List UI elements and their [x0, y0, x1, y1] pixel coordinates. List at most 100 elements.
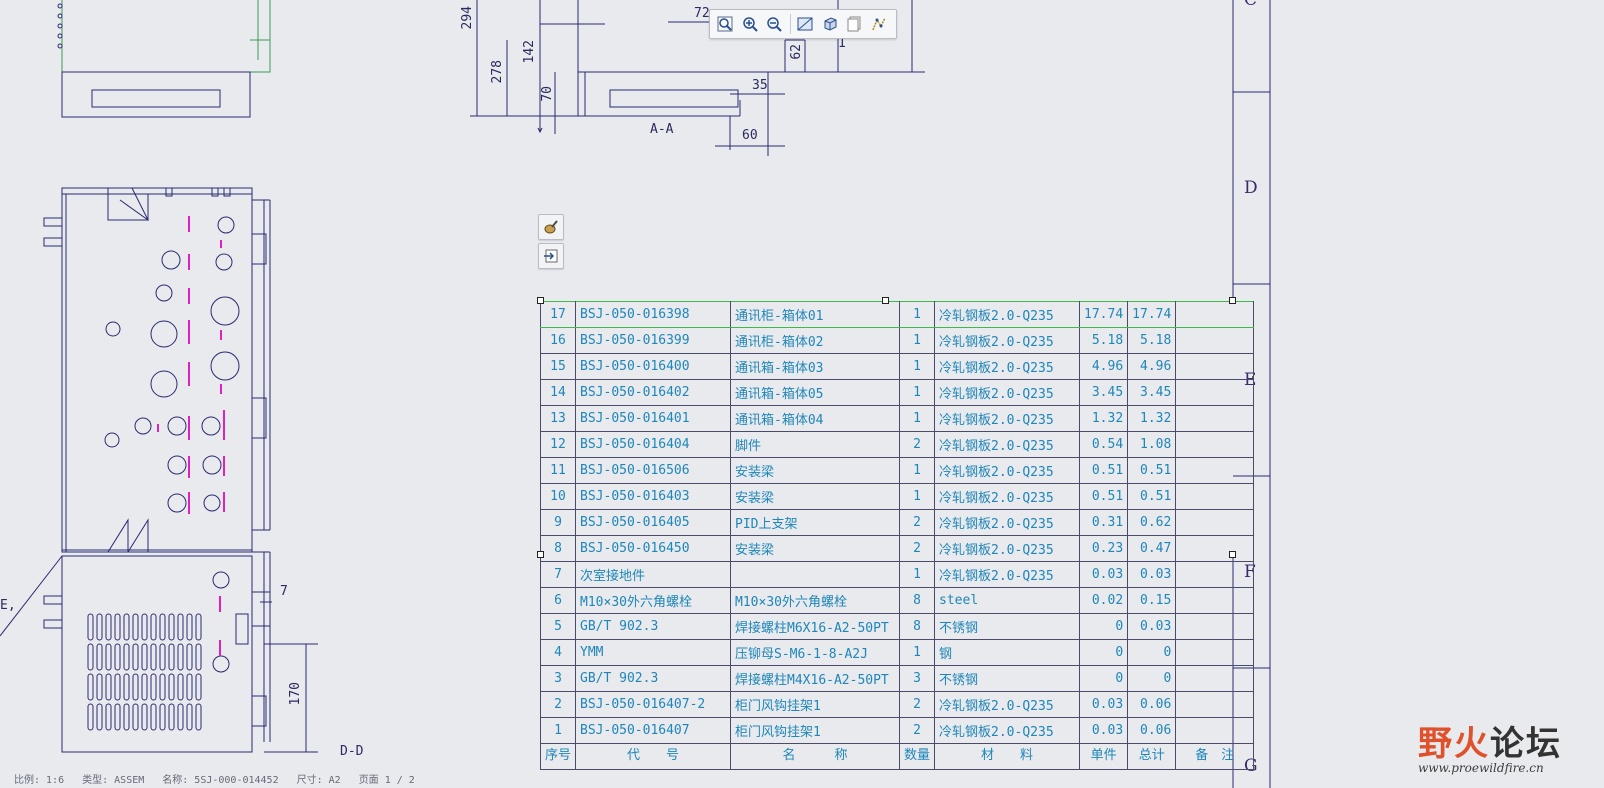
bom-cell[interactable] — [730, 561, 901, 588]
bom-cell[interactable]: 1 — [899, 405, 936, 432]
zoom-fit-button[interactable] — [714, 12, 736, 36]
bom-cell[interactable]: 冷轧钢板2.0-Q235 — [934, 717, 1081, 744]
bom-cell[interactable] — [1175, 717, 1255, 744]
bom-cell[interactable]: 17.74 — [1127, 301, 1177, 328]
pages-button[interactable] — [843, 12, 865, 36]
bom-cell[interactable] — [1175, 691, 1255, 718]
bom-cell[interactable]: 0 — [1127, 639, 1177, 666]
bom-cell[interactable]: 16 — [539, 327, 577, 354]
fit-sheet-button[interactable] — [794, 12, 816, 36]
bom-cell[interactable] — [1175, 457, 1255, 484]
bom-cell[interactable]: 9 — [539, 509, 577, 536]
selection-handle-tl[interactable] — [537, 297, 544, 304]
bom-cell[interactable]: 0.06 — [1127, 717, 1177, 744]
bom-cell[interactable]: 0.03 — [1127, 613, 1177, 640]
bom-cell[interactable]: 通讯柜-箱体02 — [730, 327, 901, 354]
bom-cell[interactable]: 13 — [539, 405, 577, 432]
selection-handle-mr[interactable] — [1229, 551, 1236, 558]
bom-cell[interactable]: BSJ-050-016403 — [575, 483, 732, 510]
bom-cell[interactable]: 冷轧钢板2.0-Q235 — [934, 405, 1081, 432]
bom-cell[interactable]: 8 — [899, 613, 936, 640]
bom-cell[interactable]: 钢 — [934, 639, 1081, 666]
bom-cell[interactable] — [1175, 561, 1255, 588]
bom-cell[interactable]: BSJ-050-016506 — [575, 457, 732, 484]
bom-cell[interactable]: BSJ-050-016400 — [575, 353, 732, 380]
format-painter-button[interactable] — [538, 214, 564, 240]
bom-cell[interactable]: BSJ-050-016404 — [575, 431, 732, 458]
bom-cell[interactable]: 0.03 — [1079, 691, 1129, 718]
bom-cell[interactable]: 通讯柜-箱体01 — [730, 301, 901, 328]
view-3d-button[interactable] — [819, 12, 841, 36]
zoom-in-button[interactable] — [738, 12, 760, 36]
bom-cell[interactable]: 17 — [539, 301, 577, 328]
bom-cell[interactable]: 0.51 — [1127, 457, 1177, 484]
bom-cell[interactable]: 0.03 — [1079, 717, 1129, 744]
bom-cell[interactable]: 0.51 — [1079, 483, 1129, 510]
bom-cell[interactable]: YMM — [575, 639, 732, 666]
bom-cell[interactable] — [1175, 639, 1255, 666]
bom-cell[interactable] — [1175, 509, 1255, 536]
bom-cell[interactable]: 6 — [539, 587, 577, 614]
bom-cell[interactable]: 1 — [899, 379, 936, 406]
bom-cell[interactable]: 安装梁 — [730, 483, 901, 510]
bom-cell[interactable]: 压铆母S-M6-1-8-A2J — [730, 639, 901, 666]
bom-cell[interactable]: BSJ-050-016402 — [575, 379, 732, 406]
bom-cell[interactable]: 通讯箱-箱体03 — [730, 353, 901, 380]
bom-cell[interactable]: 8 — [539, 535, 577, 562]
bom-cell[interactable]: 冷轧钢板2.0-Q235 — [934, 561, 1081, 588]
selection-handle-ml[interactable] — [537, 551, 544, 558]
bom-cell[interactable]: 1 — [899, 327, 936, 354]
bom-cell[interactable]: steel — [934, 587, 1081, 614]
bom-cell[interactable]: 0.23 — [1079, 535, 1129, 562]
bom-cell[interactable]: 柜门风钩挂架1 — [730, 717, 901, 744]
bom-cell[interactable]: 0.06 — [1127, 691, 1177, 718]
bom-cell[interactable]: GB/T 902.3 — [575, 613, 732, 640]
bom-cell[interactable] — [1175, 535, 1255, 562]
bom-cell[interactable]: 0.02 — [1079, 587, 1129, 614]
bom-cell[interactable]: 冷轧钢板2.0-Q235 — [934, 483, 1081, 510]
bom-cell[interactable]: 2 — [899, 535, 936, 562]
bom-cell[interactable]: 0 — [1127, 665, 1177, 692]
bom-cell[interactable] — [1175, 379, 1255, 406]
bom-cell[interactable]: 焊接螺柱M4X16-A2-50PT — [730, 665, 901, 692]
bom-cell[interactable]: BSJ-050-016405 — [575, 509, 732, 536]
bom-cell[interactable]: 脚件 — [730, 431, 901, 458]
bom-cell[interactable]: 15 — [539, 353, 577, 380]
bom-cell[interactable]: 0.54 — [1079, 431, 1129, 458]
bom-cell[interactable]: 冷轧钢板2.0-Q235 — [934, 431, 1081, 458]
bom-cell[interactable]: 冷轧钢板2.0-Q235 — [934, 379, 1081, 406]
bom-cell[interactable]: 12 — [539, 431, 577, 458]
bom-cell[interactable]: 冷轧钢板2.0-Q235 — [934, 327, 1081, 354]
bom-cell[interactable]: 1 — [899, 639, 936, 666]
bom-cell[interactable]: 安装梁 — [730, 535, 901, 562]
bom-cell[interactable] — [1175, 327, 1255, 354]
bom-cell[interactable]: PID上支架 — [730, 509, 901, 536]
bom-cell[interactable]: BSJ-050-016401 — [575, 405, 732, 432]
bom-cell[interactable]: 1.08 — [1127, 431, 1177, 458]
bom-cell[interactable]: M10×30外六角螺栓 — [575, 587, 732, 614]
bom-cell[interactable]: 2 — [899, 431, 936, 458]
bom-cell[interactable]: 0.51 — [1127, 483, 1177, 510]
bom-cell[interactable]: 不锈钢 — [934, 613, 1081, 640]
bom-cell[interactable]: 0.03 — [1127, 561, 1177, 588]
bom-cell[interactable]: 2 — [899, 717, 936, 744]
bom-cell[interactable]: 通讯箱-箱体04 — [730, 405, 901, 432]
bom-cell[interactable]: 1.32 — [1127, 405, 1177, 432]
bom-cell[interactable] — [1175, 301, 1255, 328]
bom-cell[interactable]: 0.51 — [1079, 457, 1129, 484]
bom-cell[interactable]: 3.45 — [1079, 379, 1129, 406]
bom-cell[interactable]: 0 — [1079, 665, 1129, 692]
bom-cell[interactable]: 1.32 — [1079, 405, 1129, 432]
bom-cell[interactable]: 11 — [539, 457, 577, 484]
bom-cell[interactable]: 1 — [899, 457, 936, 484]
bom-cell[interactable]: 5 — [539, 613, 577, 640]
